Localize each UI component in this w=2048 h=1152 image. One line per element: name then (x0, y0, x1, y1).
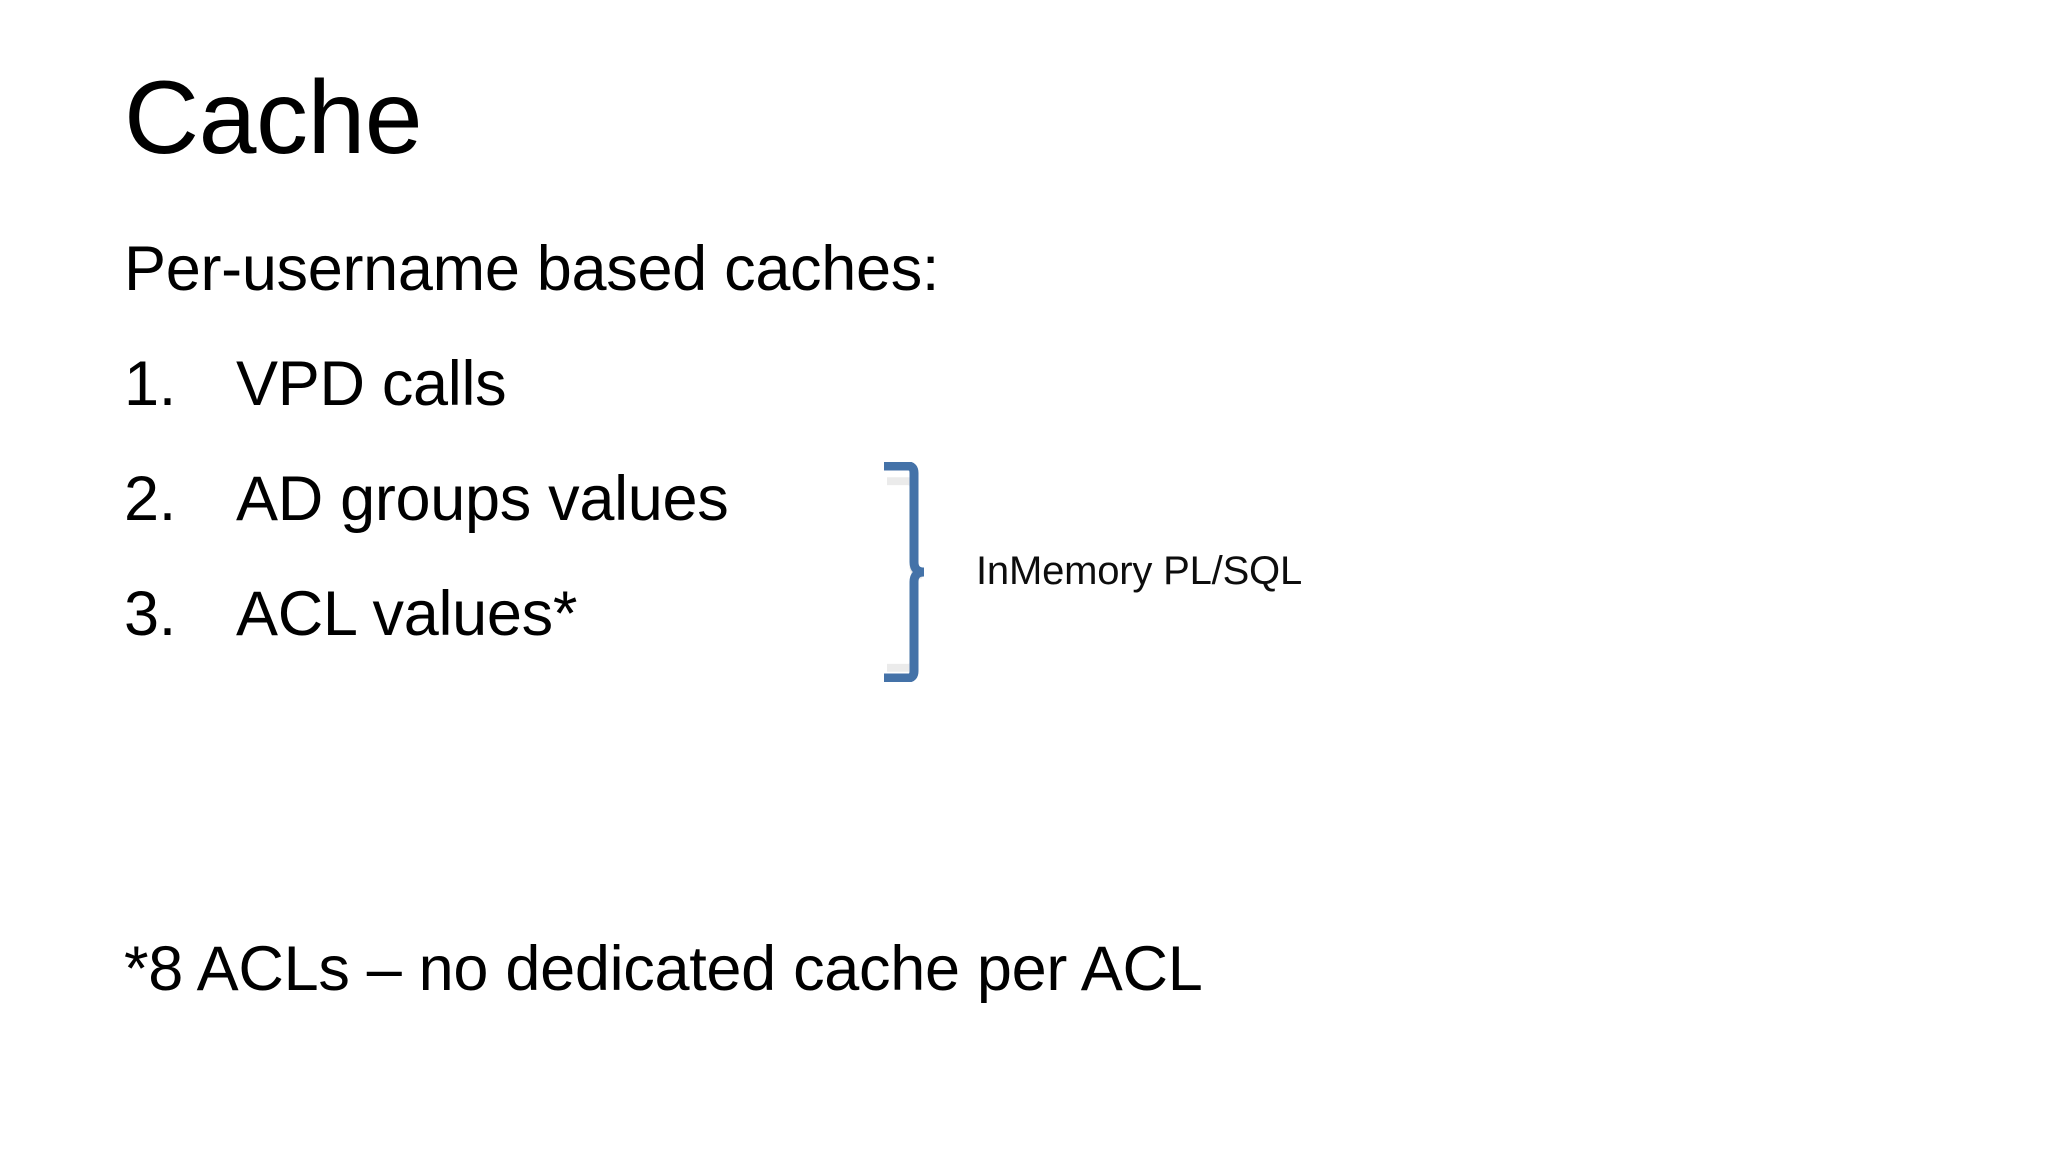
slide-title: Cache (124, 60, 423, 176)
list-item-number: 2. (124, 464, 176, 534)
list-item-label: AD groups values (236, 464, 729, 534)
footnote-text: *8 ACLs – no dedicated cache per ACL (124, 934, 1203, 1004)
right-brace-icon (884, 462, 925, 682)
intro-line: Per-username based caches: (124, 234, 940, 304)
cache-list: 1. VPD calls 2. AD groups values 3. ACL … (124, 327, 729, 672)
list-item-number: 3. (124, 579, 176, 649)
list-item-label: VPD calls (236, 349, 507, 419)
list-item-number: 1. (124, 349, 176, 419)
list-item: 3. ACL values* (124, 557, 728, 672)
list-item: 2. AD groups values (124, 442, 729, 557)
brace-annotation-label: InMemory PL/SQL (976, 549, 1303, 593)
brace-annotation-group (884, 462, 944, 690)
list-item: 1. VPD calls (124, 327, 728, 442)
body-text-block: Per-username based caches: (124, 212, 1884, 327)
list-item-label: ACL values* (236, 579, 578, 649)
